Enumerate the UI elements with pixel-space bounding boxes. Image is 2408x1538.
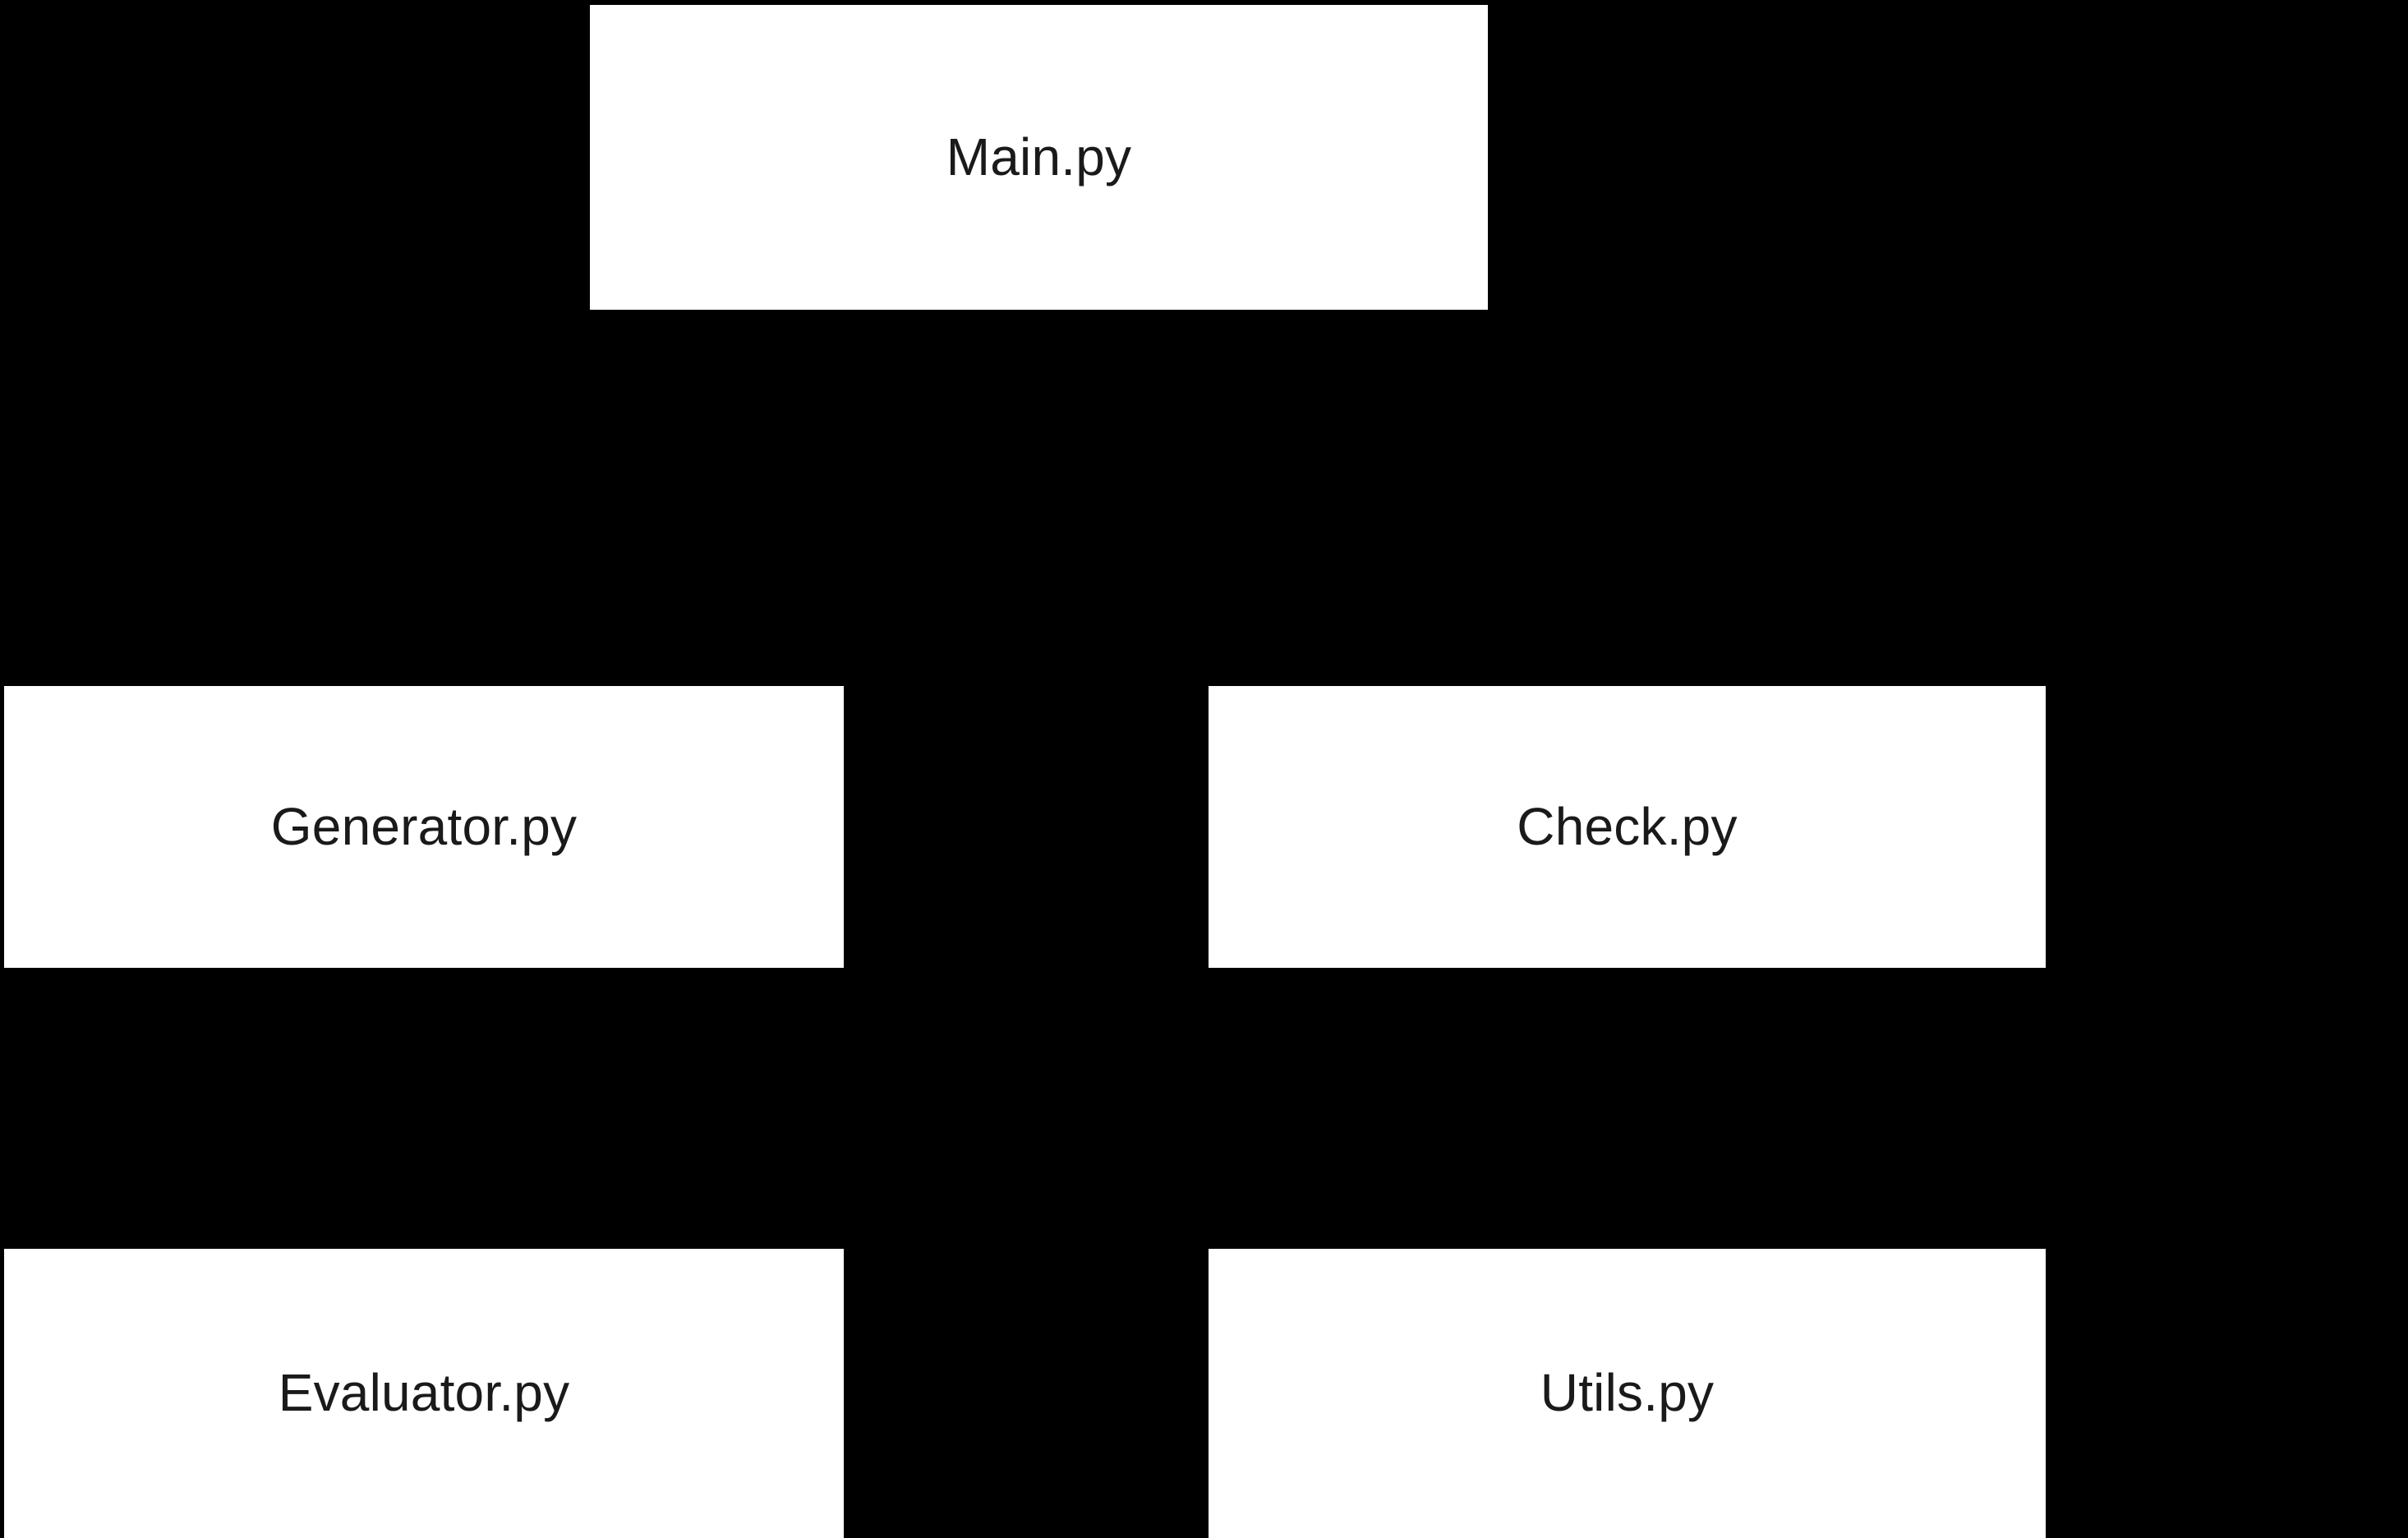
node-label-evaluator-py: Evaluator.py — [278, 1363, 570, 1423]
edge-main-to-generator — [424, 310, 427, 686]
node-check-py[interactable]: Check.py — [1209, 686, 2046, 968]
edge-check-to-utils — [1625, 968, 1628, 1249]
node-generator-py[interactable]: Generator.py — [4, 686, 844, 968]
edge-generator-to-evaluator — [424, 968, 427, 1249]
node-main-py[interactable]: Main.py — [590, 5, 1488, 310]
edge-main-to-check — [1625, 310, 1628, 686]
node-utils-py[interactable]: Utils.py — [1209, 1249, 2046, 1538]
node-label-utils-py: Utils.py — [1540, 1363, 1715, 1423]
node-evaluator-py[interactable]: Evaluator.py — [4, 1249, 844, 1538]
node-label-check-py: Check.py — [1517, 796, 1738, 856]
node-label-main-py: Main.py — [946, 127, 1132, 186]
node-label-generator-py: Generator.py — [270, 796, 578, 856]
